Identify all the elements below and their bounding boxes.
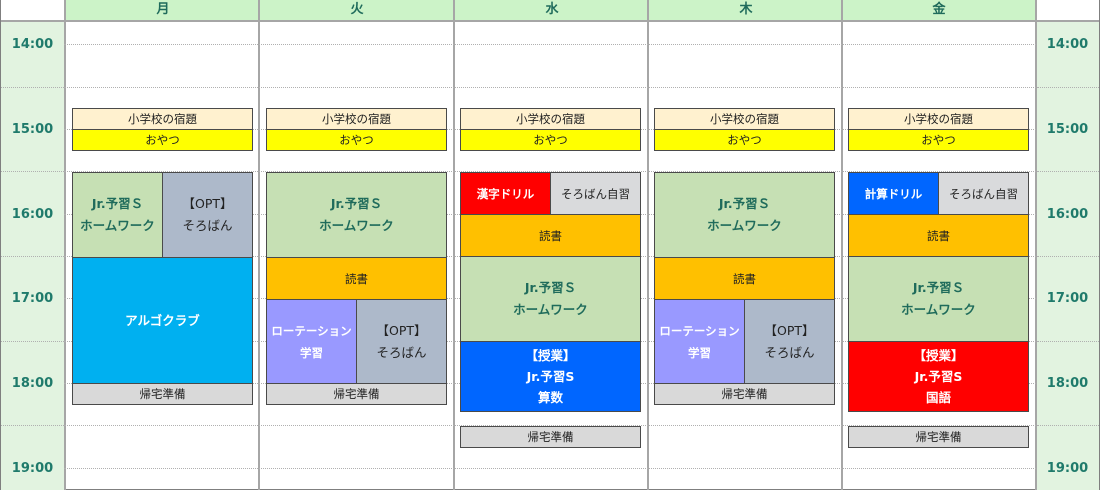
time-label: 19:00 xyxy=(1046,461,1089,476)
time-label: 16:00 xyxy=(11,207,54,222)
event-go-home-prep[interactable]: 帰宅準備 xyxy=(848,426,1029,448)
event-reading[interactable]: 読書 xyxy=(460,214,641,257)
time-column-left xyxy=(1,0,64,490)
day-column-thu xyxy=(647,0,843,490)
day-column-tue xyxy=(258,0,454,490)
day-column-fri xyxy=(841,0,1037,490)
event-homework[interactable]: 小学校の宿題 xyxy=(266,108,447,130)
event-snack[interactable]: おやつ xyxy=(848,129,1029,151)
event-go-home-prep[interactable]: 帰宅準備 xyxy=(654,383,835,405)
event-soroban-self-study[interactable]: そろばん自習 xyxy=(938,172,1029,215)
time-label: 14:00 xyxy=(1046,37,1089,52)
event-go-home-prep[interactable]: 帰宅準備 xyxy=(460,426,641,448)
header-corner-right xyxy=(1037,0,1099,22)
event-calc-drill[interactable]: 計算ドリル xyxy=(848,172,939,215)
event-opt-soroban[interactable]: 【OPT】 そろばん xyxy=(744,299,835,384)
event-jr-homework[interactable]: Jr.予習Ｓ ホームワーク xyxy=(460,256,641,342)
time-label: 18:00 xyxy=(11,376,54,391)
event-class-math[interactable]: 【授業】 Jr.予習S 算数 xyxy=(460,341,641,412)
event-homework[interactable]: 小学校の宿題 xyxy=(654,108,835,130)
grid-line xyxy=(1,87,64,88)
grid-line xyxy=(64,171,1036,172)
day-header-thu: 木 xyxy=(647,0,843,22)
event-opt-soroban[interactable]: 【OPT】 そろばん xyxy=(162,172,253,258)
day-header-fri: 金 xyxy=(841,0,1037,22)
day-header-wed: 水 xyxy=(453,0,649,22)
event-kanji-drill[interactable]: 漢字ドリル xyxy=(460,172,551,215)
event-snack[interactable]: おやつ xyxy=(72,129,253,151)
grid-line xyxy=(1037,87,1099,88)
event-rotation-study[interactable]: ローテーション 学習 xyxy=(654,299,745,384)
grid-line xyxy=(1037,171,1099,172)
event-snack[interactable]: おやつ xyxy=(654,129,835,151)
event-snack[interactable]: おやつ xyxy=(266,129,447,151)
grid-line xyxy=(64,87,1036,88)
event-reading[interactable]: 読書 xyxy=(266,257,447,300)
grid-line xyxy=(64,468,1036,469)
time-label: 15:00 xyxy=(1046,122,1089,137)
event-go-home-prep[interactable]: 帰宅準備 xyxy=(72,383,253,405)
time-label: 17:00 xyxy=(1046,291,1089,306)
event-jr-homework[interactable]: Jr.予習Ｓ ホームワーク xyxy=(266,172,447,258)
grid-line xyxy=(1,425,64,426)
event-jr-homework[interactable]: Jr.予習Ｓ ホームワーク xyxy=(848,256,1029,342)
time-label: 17:00 xyxy=(11,291,54,306)
grid-line xyxy=(64,44,1036,45)
day-header-mon: 月 xyxy=(64,0,260,22)
day-column-mon xyxy=(64,0,260,490)
time-label: 19:00 xyxy=(11,461,54,476)
time-label: 16:00 xyxy=(1046,207,1089,222)
grid-line xyxy=(1,341,64,342)
event-homework[interactable]: 小学校の宿題 xyxy=(72,108,253,130)
event-homework[interactable]: 小学校の宿題 xyxy=(848,108,1029,130)
grid-line xyxy=(1037,256,1099,257)
event-algo-club[interactable]: アルゴクラブ xyxy=(72,257,253,384)
grid-line xyxy=(1,256,64,257)
time-label: 18:00 xyxy=(1046,376,1089,391)
event-rotation-study[interactable]: ローテーション 学習 xyxy=(266,299,357,384)
grid-line xyxy=(1037,341,1099,342)
grid-line xyxy=(1,171,64,172)
event-soroban-self-study[interactable]: そろばん自習 xyxy=(550,172,641,215)
time-label: 15:00 xyxy=(11,122,54,137)
event-go-home-prep[interactable]: 帰宅準備 xyxy=(266,383,447,405)
event-jr-homework[interactable]: Jr.予習Ｓ ホームワーク xyxy=(72,172,163,258)
event-class-japanese[interactable]: 【授業】 Jr.予習S 国語 xyxy=(848,341,1029,412)
day-header-tue: 火 xyxy=(258,0,454,22)
event-opt-soroban[interactable]: 【OPT】 そろばん xyxy=(356,299,447,384)
event-homework[interactable]: 小学校の宿題 xyxy=(460,108,641,130)
event-snack[interactable]: おやつ xyxy=(460,129,641,151)
grid-line xyxy=(1037,425,1099,426)
header-corner-left xyxy=(1,0,64,22)
time-label: 14:00 xyxy=(11,37,54,52)
day-column-wed xyxy=(453,0,649,490)
event-jr-homework[interactable]: Jr.予習Ｓ ホームワーク xyxy=(654,172,835,258)
time-column-right xyxy=(1036,0,1099,490)
grid-line xyxy=(64,425,1036,426)
event-reading[interactable]: 読書 xyxy=(848,214,1029,257)
event-reading[interactable]: 読書 xyxy=(654,257,835,300)
